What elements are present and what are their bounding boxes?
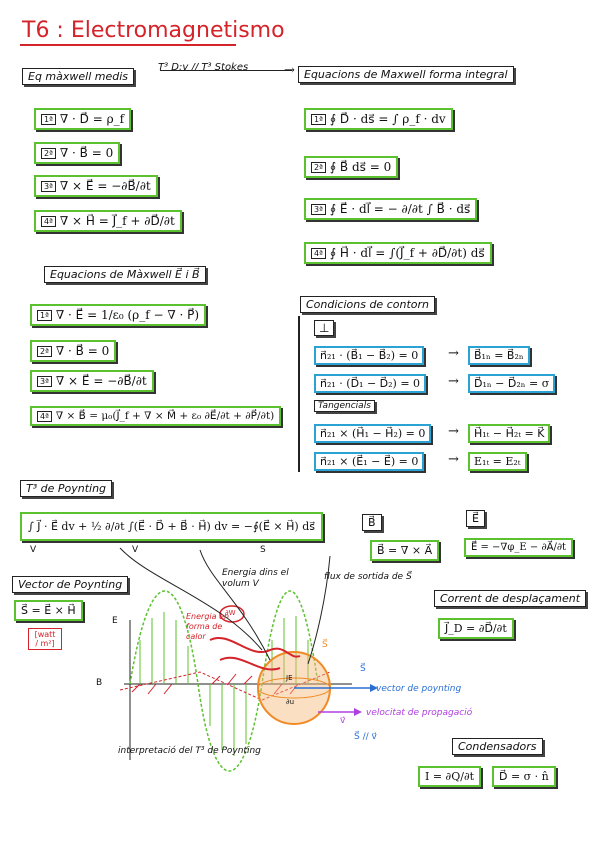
condensadors-header: Condensadors xyxy=(452,738,543,755)
maxwell-media-eq-3: 3ª∇ × E⃗ = −∂B⃗/∂t xyxy=(34,175,158,197)
contorn-normal-d-result: D⃗₁ₙ − D⃗₂ₙ = σ xyxy=(468,374,556,393)
fig-v-desc: velocitat de propagació xyxy=(366,708,473,718)
title-underline xyxy=(20,44,236,46)
poynting-header: T³ de Poynting xyxy=(20,480,113,497)
maxwell-integral-header: Equacions de Maxwell forma integral xyxy=(298,66,514,83)
page-title: T6 : Electromagnetismo xyxy=(22,18,285,43)
pointer-line-3 xyxy=(307,555,331,665)
vector-poynting-eq: S⃗ = E⃗ × H⃗ xyxy=(14,600,83,621)
maxwell-eb-header: Equacions de Màxwell E⃗ i B⃗ xyxy=(44,266,206,283)
maxwell-integral-eq-1: 1ª∮ D⃗ · ds⃗ = ∫ ρ_f · dv xyxy=(304,108,453,130)
heat-squiggle-2 xyxy=(219,656,281,671)
fig-s-sphere-label: S⃗ xyxy=(322,640,328,650)
contorn-tangent-e: n⃗₂₁ × (E⃗₁ − E⃗) = 0 xyxy=(314,452,425,471)
fig-heat-label: Energia en forma de calor xyxy=(186,612,230,641)
contorn-tangent-h: n⃗₂₁ × (H⃗₁ − H⃗₂) = 0 xyxy=(314,424,432,443)
maxwell-media-header: Eq màxwell medis xyxy=(22,68,135,85)
b-potential-label: B⃗ xyxy=(362,514,382,531)
contorn-normal-b: n⃗₂₁ · (B⃗₁ − B⃗₂) = 0 xyxy=(314,346,425,365)
maxwell-integral-eq-2: 2ª∮ B⃗ ds⃗ = 0 xyxy=(304,156,399,178)
link-label: T³ D:v // T³ Stokes xyxy=(158,62,249,73)
fig-v-label: v⃗ xyxy=(340,716,346,726)
contorn-tangent-e-result: E₁ₜ = E₂ₜ xyxy=(468,452,527,471)
b-potential-eq: B⃗ = ∇ × A⃗ xyxy=(370,540,440,561)
condensadors-eq-1: I = ∂Q/∂t xyxy=(418,766,482,787)
contorn-normal-d: n⃗₂₁ · (D⃗₁ − D⃗₂) = 0 xyxy=(314,374,427,393)
contorn-arrow-4: → xyxy=(448,452,459,467)
fig-dw-label: ∂W xyxy=(225,609,236,617)
fig-s-desc: vector de poynting xyxy=(376,684,462,694)
maxwell-eb-eq-2: 2ª∇ · B⃗ = 0 xyxy=(30,340,117,362)
contorn-bracket xyxy=(298,316,300,472)
e-field-wave xyxy=(129,590,319,772)
e-potential-label: E⃗ xyxy=(466,510,485,527)
maxwell-integral-eq-3: 3ª∮ E⃗ · dl⃗ = − ∂/∂t ∫ B⃗ · ds⃗ xyxy=(304,198,478,220)
vector-poynting-header: Vector de Poynting xyxy=(12,576,129,593)
link-arrow: → xyxy=(284,63,295,78)
s-vector-head xyxy=(370,684,378,692)
note-energy: Energia dins el volum V xyxy=(222,568,289,589)
corrent-eq: J⃗_D = ∂D⃗/∂t xyxy=(438,618,514,639)
fig-b-label: B xyxy=(96,678,103,688)
b-field-vectors xyxy=(119,671,331,701)
maxwell-media-eq-2: 2ª∇ · B⃗ = 0 xyxy=(34,142,121,164)
e-field-vectors xyxy=(139,612,309,756)
contorn-normal-b-result: B⃗₁ₙ = B⃗₂ₙ xyxy=(468,346,530,365)
condensadors-eq-2: D⃗ = σ · n̂ xyxy=(492,766,556,787)
heat-squiggle-1 xyxy=(209,637,301,658)
pointer-line-2 xyxy=(199,549,271,661)
link-arrow-line xyxy=(160,70,292,71)
maxwell-eb-eq-3: 3ª∇ × E⃗ = −∂B⃗/∂t xyxy=(30,370,154,392)
corrent-header: Corrent de desplaçament xyxy=(434,590,587,607)
poynting-sub-s: S xyxy=(260,545,266,555)
poynting-equation: ∫ J⃗ · E⃗ dv + ½ ∂/∂t ∫(E⃗ · D⃗ + B⃗ · H… xyxy=(20,512,323,541)
fig-caption: interpretació del T³ de Poynting xyxy=(118,746,261,756)
maxwell-eb-eq-1: 1ª∇ · E⃗ = 1/ε₀ (ρ_f − ∇ · P⃗) xyxy=(30,304,207,326)
maxwell-media-eq-1: 1ª∇ · D⃗ = ρ_f xyxy=(34,108,132,130)
fig-s-label: S⃗ xyxy=(360,664,366,674)
poynting-sub-v1: V xyxy=(30,545,37,555)
tangencials-label: Tangencials xyxy=(314,400,375,412)
poynting-sub-v2: V xyxy=(132,545,139,555)
contorn-arrow-2: → xyxy=(448,374,459,389)
e-potential-eq: E⃗ = −∇φ_E − ∂A⃗/∂t xyxy=(464,538,574,557)
v-vector-head xyxy=(354,708,362,716)
fig-je-label: JE xyxy=(286,674,293,682)
note-flux: flux de sortida de S⃗ xyxy=(324,572,412,582)
perp-symbol: ⊥ xyxy=(314,320,335,336)
units-watt: [watt / m²] xyxy=(28,628,62,650)
maxwell-integral-eq-4: 4ª∮ H⃗ · dl⃗ = ∫(J⃗_f + ∂D⃗/∂t) ds⃗ xyxy=(304,242,492,264)
contorn-tangent-h-result: H⃗₁ₜ − H⃗₂ₜ = K⃗ xyxy=(468,424,551,443)
contorn-arrow-3: → xyxy=(448,424,459,439)
fig-du-label: ∂u xyxy=(286,698,295,706)
pointer-line-1 xyxy=(119,547,263,651)
maxwell-eb-eq-4: 4ª∇ × B⃗ = μ₀(J⃗_f + ∇ × M⃗ + ε₀ ∂E⃗/∂t … xyxy=(30,406,282,426)
contorn-arrow-1: → xyxy=(448,346,459,361)
maxwell-media-eq-4: 4ª∇ × H⃗ = J⃗_f + ∂D⃗/∂t xyxy=(34,210,182,232)
contorn-header: Condicions de contorn xyxy=(300,296,435,313)
fig-parallel: S⃗ // v⃗ xyxy=(354,732,377,742)
fig-e-label: E xyxy=(112,616,118,626)
